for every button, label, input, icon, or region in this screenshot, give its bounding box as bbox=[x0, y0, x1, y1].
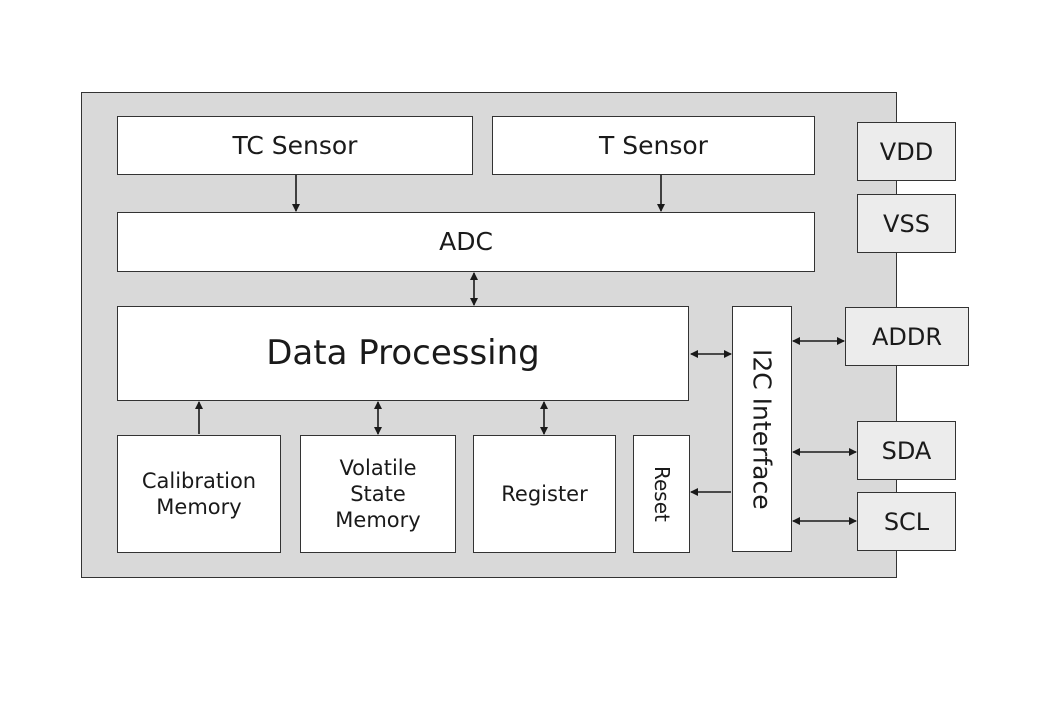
data-processing-block: Data Processing bbox=[117, 306, 689, 401]
i2c-interface-label: I2C Interface bbox=[747, 348, 777, 510]
volatile-state-memory-label-line1: Volatile bbox=[339, 455, 417, 480]
scl-label: SCL bbox=[883, 507, 930, 536]
calibration-memory-block: Calibration Memory bbox=[117, 435, 281, 553]
volatile-state-memory-block: Volatile State Memory bbox=[300, 435, 456, 553]
volatile-state-memory-label-line2: State bbox=[350, 481, 406, 506]
addr-label: ADDR bbox=[871, 322, 943, 351]
data-processing-label: Data Processing bbox=[266, 333, 540, 374]
adc-block: ADC bbox=[117, 212, 815, 272]
vdd-label: VDD bbox=[879, 137, 934, 166]
vdd-pin: VDD bbox=[857, 122, 956, 181]
i2c-interface-block: I2C Interface bbox=[732, 306, 792, 552]
vss-pin: VSS bbox=[857, 194, 956, 253]
addr-pin: ADDR bbox=[845, 307, 969, 366]
t-sensor-label: T Sensor bbox=[599, 130, 708, 160]
sda-label: SDA bbox=[881, 436, 932, 465]
volatile-state-memory-label-line3: Memory bbox=[335, 508, 421, 533]
t-sensor-block: T Sensor bbox=[492, 116, 815, 175]
reset-label: Reset bbox=[650, 466, 674, 522]
calibration-memory-label-line2: Memory bbox=[156, 495, 242, 519]
reset-block: Reset bbox=[633, 435, 690, 553]
register-label: Register bbox=[501, 481, 588, 506]
register-block: Register bbox=[473, 435, 616, 553]
tc-sensor-label: TC Sensor bbox=[232, 130, 358, 160]
scl-pin: SCL bbox=[857, 492, 956, 551]
adc-label: ADC bbox=[439, 227, 493, 257]
vss-label: VSS bbox=[883, 209, 930, 238]
calibration-memory-label-line1: Calibration bbox=[141, 468, 257, 493]
sda-pin: SDA bbox=[857, 421, 956, 480]
tc-sensor-block: TC Sensor bbox=[117, 116, 473, 175]
